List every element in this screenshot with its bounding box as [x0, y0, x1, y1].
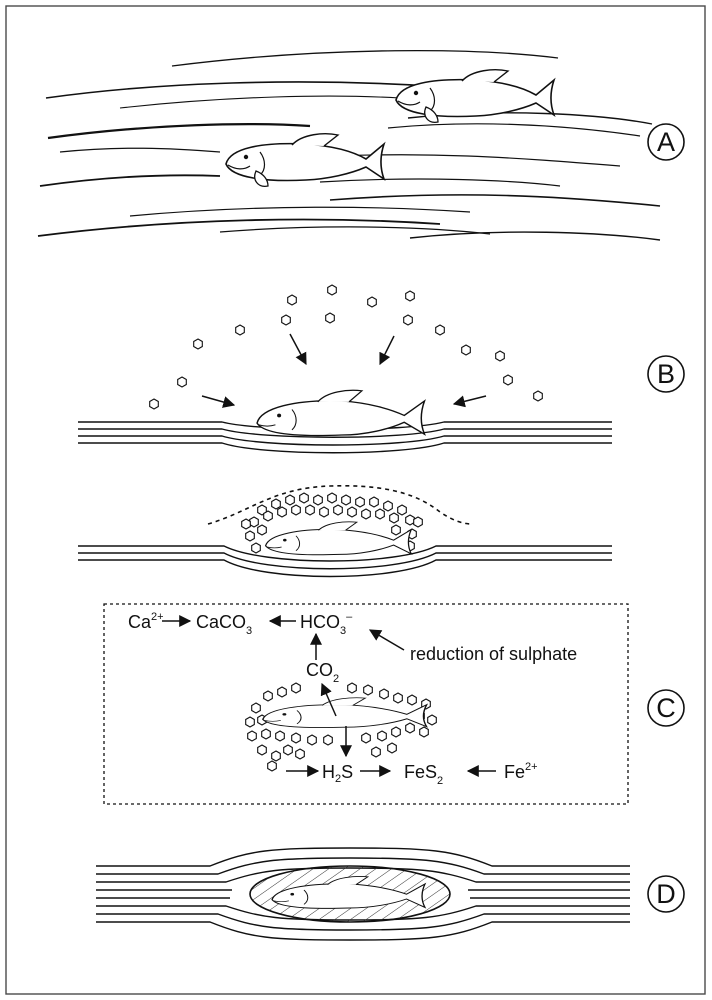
arrow-fish-to-co2 [320, 682, 337, 717]
buried-fish [264, 521, 412, 556]
sulphate-reduction-label: reduction of sulphate [410, 644, 577, 664]
panel-letter-d: D [656, 879, 676, 909]
panel-letter-c: C [656, 693, 676, 723]
panel-letter-b: B [657, 359, 675, 389]
panel-letter-a: A [657, 127, 675, 157]
carbon-dioxide-label: CO2 [306, 660, 339, 685]
settled-fish [256, 389, 426, 437]
panel-d: D [96, 847, 685, 941]
panel-burial [78, 484, 612, 578]
hydrogen-sulphide-label: H2S [322, 762, 353, 785]
arrow-sulphate-to-hco3 [368, 629, 405, 651]
calcium-ion-label: Ca2+ [128, 611, 164, 632]
panel-label-d: D [647, 875, 685, 913]
sediment-layers-burial [78, 545, 612, 578]
bicarbonate-label: HCO3– [300, 611, 353, 637]
settling-arrows [201, 333, 487, 408]
iron-ion-label: Fe2+ [504, 761, 538, 782]
figure-frame [5, 5, 706, 995]
panel-b: B [78, 284, 685, 454]
reaction-box [103, 603, 629, 805]
sediment-mound-outline [207, 484, 473, 525]
calcium-carbonate-label: CaCO3 [196, 612, 252, 637]
panel-c: Ca2+ CaCO3 HCO3– reduction of sulphate C… [103, 603, 685, 805]
swimming-fish-upper [395, 68, 555, 124]
sediment-layers-d [96, 847, 630, 941]
swimming-fish-lower [225, 132, 385, 188]
panel-label-c: C [647, 689, 685, 727]
panel-a: A [37, 49, 685, 241]
panel-label-a: A [647, 123, 685, 161]
pyrite-label: FeS2 [404, 762, 443, 787]
decaying-fish [262, 697, 428, 729]
panel-label-b: B [647, 355, 685, 393]
water-current-lines [37, 49, 661, 241]
